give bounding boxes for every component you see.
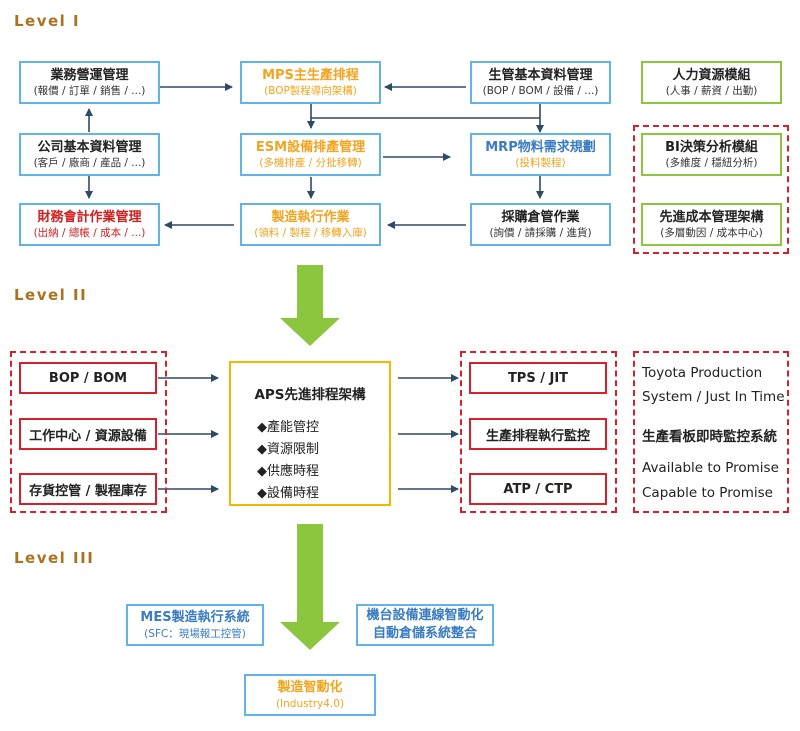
cost-management-box[interactable]: 先進成本管理架構 (多層動因 / 成本中心) <box>641 203 782 246</box>
aps-inputs-group <box>10 351 167 513</box>
purchase-warehouse-box[interactable]: 採購倉管作業 (詢價 / 請採購 / 進貨) <box>470 203 611 246</box>
box-title: 財務會計作業管理 <box>37 209 142 225</box>
box-subtitle: (報價 / 訂單 / 銷售 / ...) <box>33 84 146 97</box>
advanced-modules-group <box>633 125 789 254</box>
box-title: 業務營運管理 <box>50 67 129 83</box>
output-schedule-monitor[interactable]: 生產排程執行監控 <box>469 418 607 450</box>
big-arrow-level1-to-level2 <box>280 265 340 346</box>
box-subtitle: (出納 / 總帳 / 成本 / ...) <box>33 226 146 239</box>
box-subtitle: (投料製程) <box>515 156 566 169</box>
company-master-data-box[interactable]: 公司基本資料管理 (客戶 / 廠商 / 產品 / ...) <box>19 133 160 176</box>
aps-architecture-box[interactable]: APS先進排程架構 ◆產能管控 ◆資源限制 ◆供應時程 ◆設備時程 <box>229 361 391 506</box>
note-text: System / Just In Time <box>642 389 785 405</box>
input-bop-bom[interactable]: BOP / BOM <box>19 362 157 394</box>
box-subtitle: (詢價 / 請採購 / 進貨) <box>489 226 592 239</box>
box-title: 製造執行作業 <box>271 209 350 225</box>
machine-automation-box[interactable]: 機台設備連線智動化 自動倉儲系統整合 <box>356 604 494 646</box>
box-title: MES製造執行系統 <box>140 609 250 625</box>
box-subtitle: (領料 / 製程 / 移轉入庫) <box>254 226 367 239</box>
aps-title: APS先進排程架構 <box>254 387 366 403</box>
note-text: Capable to Promise <box>642 485 773 501</box>
level-1-label: Level I <box>14 12 81 30</box>
output-atp-ctp[interactable]: ATP / CTP <box>469 473 607 505</box>
aps-item: ◆供應時程 <box>257 464 320 479</box>
aps-item: ◆產能管控 <box>257 420 320 435</box>
level-3-label: Level III <box>14 549 95 567</box>
box-title: BI決策分析模組 <box>665 139 758 155</box>
box-title: 機台設備連線智動化 <box>366 608 484 623</box>
aps-outputs-group <box>460 351 617 513</box>
box-subtitle: (人事 / 薪資 / 出勤) <box>665 84 758 97</box>
input-label: BOP / BOM <box>48 370 128 386</box>
bi-module-box[interactable]: BI決策分析模組 (多維度 / 穩紐分析) <box>641 133 782 176</box>
box-title: MRP物料需求規劃 <box>485 139 596 155</box>
note-text: Toyota Production <box>642 365 763 381</box>
box-subtitle: (Industry4.0) <box>275 697 345 710</box>
output-label: 生產排程執行監控 <box>485 428 590 444</box>
box-title: 製造智動化 <box>277 679 343 695</box>
aps-item: ◆資源限制 <box>257 442 320 457</box>
box-subtitle: (客戶 / 廠商 / 產品 / ...) <box>33 156 146 169</box>
level-2-label: Level II <box>14 286 88 304</box>
box-subtitle: (BOP / BOM / 設備 / ...) <box>482 84 599 97</box>
box-title: 先進成本管理架構 <box>659 209 764 225</box>
finance-accounting-box[interactable]: 財務會計作業管理 (出納 / 總帳 / 成本 / ...) <box>19 203 160 246</box>
esm-box[interactable]: ESM設備排產管理 (多機排產 / 分批移轉) <box>240 133 381 176</box>
production-master-data-box[interactable]: 生管基本資料管理 (BOP / BOM / 設備 / ...) <box>470 61 611 104</box>
input-label: 工作中心 / 資源設備 <box>29 428 147 444</box>
input-inventory-control[interactable]: 存貨控管 / 製程庫存 <box>19 473 157 505</box>
mrp-box[interactable]: MRP物料需求規劃 (投料製程) <box>470 133 611 176</box>
box-subtitle: (多層動因 / 成本中心) <box>660 226 763 239</box>
mes-system-box[interactable]: MES製造執行系統 (SFC：現場報工控管) <box>126 604 264 646</box>
box-title: MPS主生產排程 <box>262 67 359 83</box>
big-arrow-level2-to-level3 <box>280 524 340 650</box>
sales-management-box[interactable]: 業務營運管理 (報價 / 訂單 / 銷售 / ...) <box>19 61 160 104</box>
smart-manufacturing-box[interactable]: 製造智動化 (Industry4.0) <box>244 674 376 716</box>
output-label: ATP / CTP <box>503 481 573 497</box>
box-subtitle: (多維度 / 穩紐分析) <box>665 156 758 169</box>
output-tps-jit[interactable]: TPS / JIT <box>469 362 607 394</box>
output-label: TPS / JIT <box>507 370 569 386</box>
box-title: 採購倉管作業 <box>501 209 580 225</box>
box-title: 生管基本資料管理 <box>488 67 593 83</box>
box-subtitle: (BOP製程導向架構) <box>264 84 357 97</box>
input-label: 存貨控管 / 製程庫存 <box>29 483 147 499</box>
note-text: Available to Promise <box>642 460 779 476</box>
input-work-center[interactable]: 工作中心 / 資源設備 <box>19 418 157 450</box>
note-text: 生產看板即時監控系統 <box>642 429 777 445</box>
mps-box[interactable]: MPS主生產排程 (BOP製程導向架構) <box>240 61 381 104</box>
box-title: 人力資源模組 <box>672 67 751 83</box>
notes-group: Toyota Production System / Just In Time … <box>633 351 789 513</box>
manufacturing-execution-box[interactable]: 製造執行作業 (領料 / 製程 / 移轉入庫) <box>240 203 381 246</box>
box-subtitle: (SFC：現場報工控管) <box>144 627 246 640</box>
aps-item: ◆設備時程 <box>257 486 320 501</box>
box-title: ESM設備排產管理 <box>255 139 366 155</box>
box-subtitle: 自動倉儲系統整合 <box>372 626 477 641</box>
box-title: 公司基本資料管理 <box>37 139 142 155</box>
box-subtitle: (多機排產 / 分批移轉) <box>259 156 362 169</box>
hr-module-box[interactable]: 人力資源模組 (人事 / 薪資 / 出勤) <box>641 61 782 104</box>
